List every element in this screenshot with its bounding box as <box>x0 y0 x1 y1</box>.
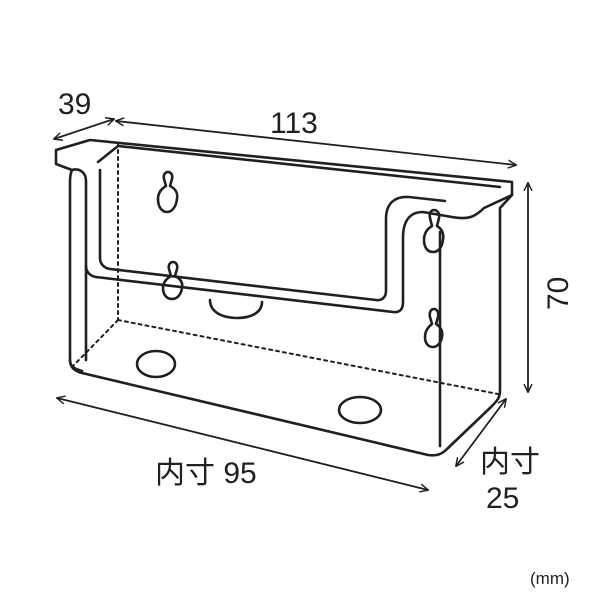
keyhole-slot-right-bottom <box>423 307 444 349</box>
label-height: 70 <box>542 277 575 310</box>
keyhole-slot-top <box>156 170 179 214</box>
dimension-lines <box>54 119 528 490</box>
holder-outer-body <box>54 138 514 457</box>
bottom-hole-right <box>337 395 383 425</box>
dim-line-inner-depth <box>456 399 506 466</box>
keyhole-slot-bottom <box>161 260 184 301</box>
label-depth: 39 <box>58 88 91 121</box>
hidden-edges <box>72 142 499 395</box>
back-inner-top-edge <box>96 144 502 189</box>
label-inner-depth-title: 内寸 <box>480 446 540 479</box>
label-width: 113 <box>270 107 318 140</box>
unit-note: (mm) <box>530 569 570 588</box>
dim-line-width <box>116 121 516 165</box>
bottom-hole-center-partial <box>208 298 264 320</box>
holder-drawing <box>54 138 514 457</box>
dim-line-inner-width <box>57 398 428 490</box>
bottom-hole-left <box>135 349 177 379</box>
label-inner-width: 内寸 95 <box>155 457 257 490</box>
label-inner-depth-value: 25 <box>486 482 519 515</box>
front-panel-outline <box>70 168 514 314</box>
dim-line-depth <box>54 119 114 139</box>
front-cutout-inner <box>98 168 447 302</box>
front-bottom-edge <box>68 358 84 373</box>
keyhole-slot-right-top <box>422 208 445 254</box>
